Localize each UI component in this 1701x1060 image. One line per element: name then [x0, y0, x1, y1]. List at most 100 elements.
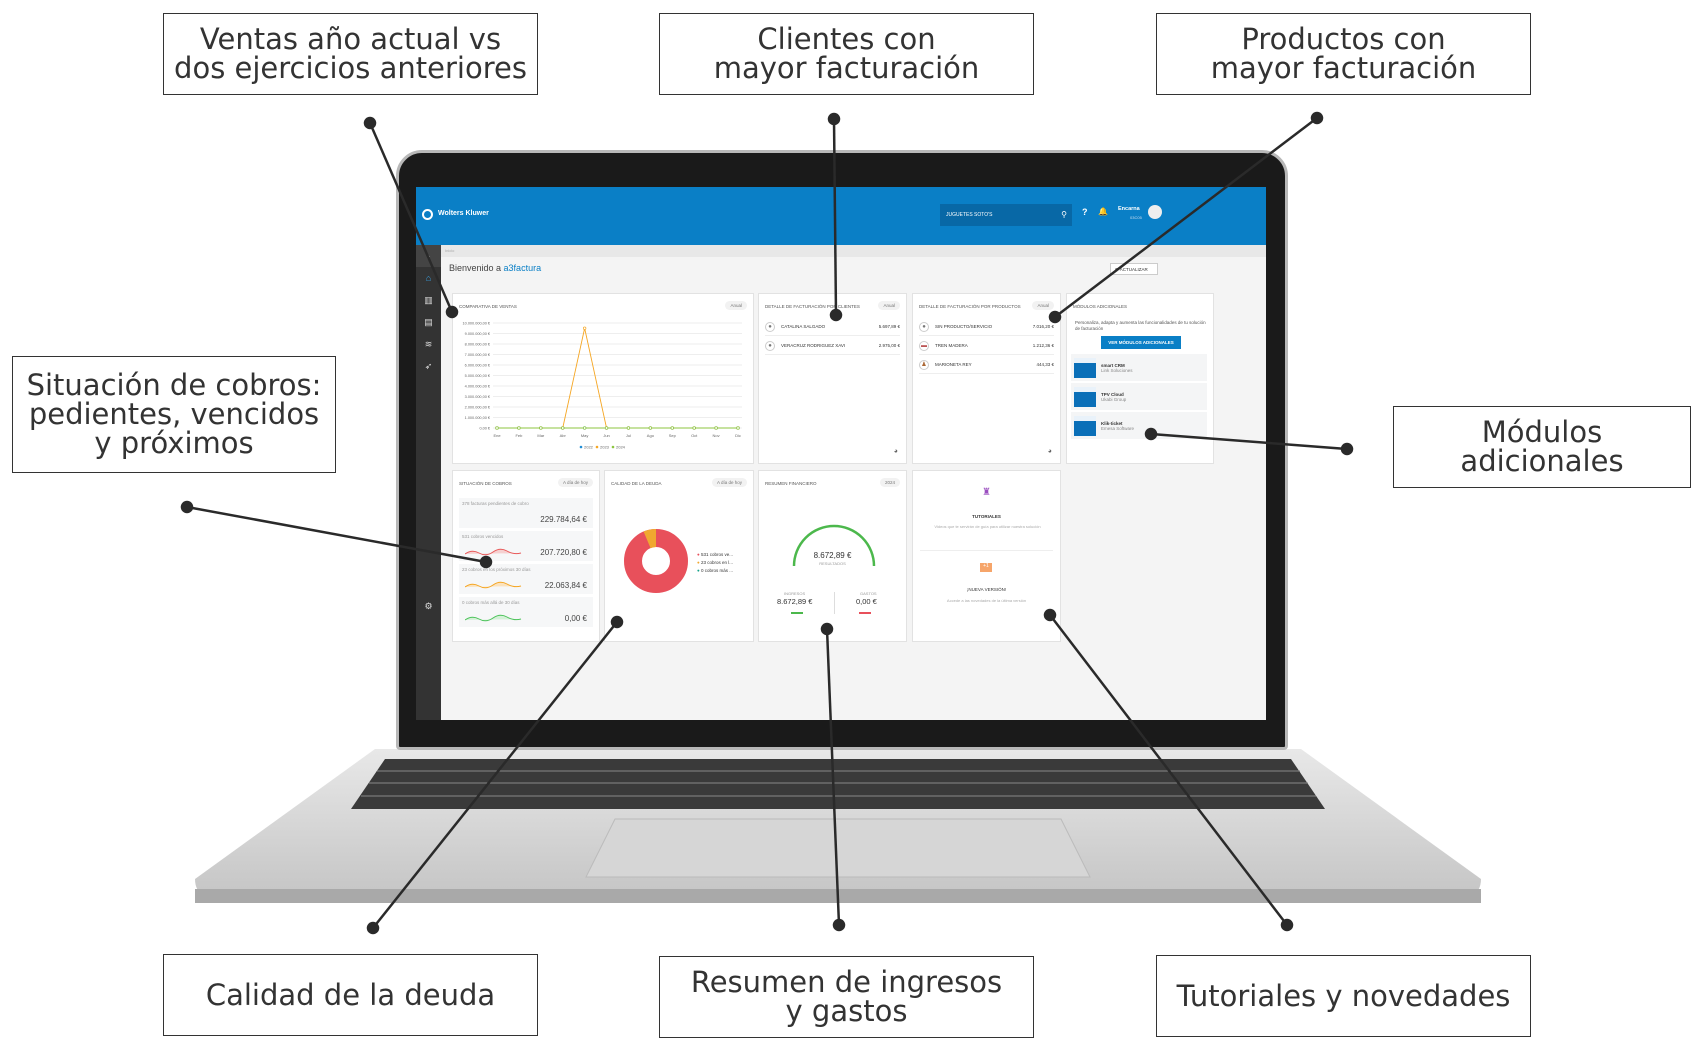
modules-description: Personaliza, adapta y aumenta las funcio… — [1075, 320, 1206, 331]
y-tick-label: 6.000.000,00 € — [465, 364, 491, 368]
company-name: JUGUETES SOTO'S — [946, 212, 993, 218]
sales-comparison-card: COMPARATIVA DE VENTAS Anual 0,00 €1.000.… — [452, 293, 754, 464]
x-tick-label: Oct — [691, 433, 698, 438]
x-tick-label: Mar — [537, 433, 545, 438]
sidebar: › ⌂ ▥ ▤ ≋ ➶ ⚙ — [416, 245, 441, 720]
user-code: 03C05 — [1130, 215, 1142, 220]
breadcrumb[interactable]: Inicio — [441, 245, 1266, 257]
period-selector[interactable]: A día de hoy — [711, 478, 747, 487]
search-icon[interactable]: ⚲ — [1061, 210, 1067, 219]
legend-marker — [579, 445, 583, 449]
tutorials-news-card[interactable]: ♜ TUTORIALES Videos que te servirán de g… — [912, 470, 1061, 642]
card-title: DETALLE DE FACTURACIÓN POR CLIENTES — [765, 304, 860, 309]
product-image: ♟ — [919, 359, 929, 370]
y-tick-label: 3.000.000,00 € — [465, 395, 491, 399]
card-title: MÓDULOS ADICIONALES — [1073, 304, 1128, 309]
x-tick-label: Abr — [560, 433, 567, 438]
home-icon[interactable]: ⌂ — [425, 273, 432, 283]
x-tick-label: Jul — [626, 433, 631, 438]
x-tick-label: Feb — [515, 433, 523, 438]
pie-chart-icon[interactable]: ◕ — [1047, 448, 1052, 455]
card-title: SITUACIÓN DE COBROS — [459, 481, 512, 486]
chart-icon[interactable]: ▥ — [424, 294, 433, 305]
view-modules-button[interactable]: VER MÓDULOS ADICIONALES — [1101, 336, 1181, 349]
legend-item: ● 0 cobros más ... — [697, 568, 733, 573]
sales-line-chart: 0,00 €1.000.000,00 €2.000.000,00 €3.000.… — [463, 322, 742, 450]
y-tick-label: 8.000.000,00 € — [465, 343, 491, 347]
period-selector[interactable]: Anual — [878, 301, 900, 310]
module-logo — [1074, 357, 1096, 378]
new-version-title[interactable]: ¡NUEVA VERSIÓN! — [966, 587, 1007, 592]
legend-label: 2022 — [584, 445, 594, 450]
legend-label: 2023 — [600, 445, 610, 450]
debt-quality-card: CALIDAD DE LA DEUDA A día de hoy ● 531 c… — [604, 470, 754, 642]
x-tick-label: Nov — [713, 433, 720, 438]
data-point-2024 — [539, 426, 543, 430]
layers-icon[interactable]: ≋ — [424, 338, 433, 349]
module-logo — [1074, 415, 1096, 436]
y-tick-label: 2.000.000,00 € — [465, 406, 491, 410]
divider — [834, 592, 835, 614]
user-icon: ● — [765, 340, 775, 351]
callout-resumen: Resumen de ingresos y gastos — [659, 956, 1034, 1038]
x-tick-label: Ago — [647, 433, 655, 438]
help-icon[interactable]: ? — [1082, 207, 1088, 217]
pie-chart-icon[interactable]: ◕ — [893, 448, 898, 455]
new-version-text: Accede a las novedades de la última vers… — [946, 598, 1027, 603]
data-point-2024 — [692, 426, 696, 430]
data-point-2024 — [648, 426, 653, 430]
y-tick-label: 4.000.000,00 € — [465, 385, 491, 389]
tutorials-title[interactable]: TUTORIALES — [972, 514, 1001, 519]
clients-billing-card: DETALLE DE FACTURACIÓN POR CLIENTES Anua… — [758, 293, 907, 464]
additional-modules-card: MÓDULOS ADICIONALES Personaliza, adapta … — [1066, 293, 1214, 464]
callout-productos: Productos con mayor facturación — [1156, 13, 1531, 95]
data-point-2024 — [561, 426, 565, 430]
period-selector[interactable]: A día de hoy — [557, 478, 593, 487]
tutorials-text: Videos que te servirán de guía para util… — [934, 524, 1041, 529]
bell-icon[interactable]: 🔔 — [1098, 207, 1108, 216]
app-screen: Wolters Kluwer JUGUETES SOTO'S ⚲ ? 🔔 Enc… — [416, 187, 1266, 720]
avatar[interactable] — [1148, 205, 1162, 219]
data-point-2024 — [517, 426, 521, 430]
page-title: Bienvenido a a3factura — [449, 263, 542, 273]
collections-card: SITUACIÓN DE COBROS A día de hoy 378 fac… — [452, 470, 600, 642]
card-title: COMPARATIVA DE VENTAS — [459, 304, 517, 309]
period-selector[interactable]: Anual — [1032, 301, 1054, 310]
products-billing-card: DETALLE DE FACTURACIÓN POR PRODUCTOS Anu… — [912, 293, 1061, 464]
legend-item: ● 23 cobros en l... — [697, 560, 734, 565]
settings-icon[interactable]: ⚙ — [424, 600, 433, 611]
y-tick-label: 5.000.000,00 € — [465, 374, 491, 378]
data-point-2024 — [495, 426, 499, 430]
module-logo — [1074, 386, 1096, 407]
user-name[interactable]: Encarna — [1118, 206, 1140, 212]
chart-legend: ● 531 cobros ve... ● 23 cobros en l... ●… — [697, 551, 733, 575]
brand-name: Wolters Kluwer — [438, 210, 489, 217]
period-selector[interactable]: Anual — [725, 301, 747, 310]
stats-icon[interactable]: ▤ — [424, 316, 433, 327]
logo-icon — [422, 209, 433, 220]
new-version-icon: +1 — [980, 563, 992, 572]
rocket-icon[interactable]: ➶ — [424, 360, 433, 371]
x-tick-label: Sep — [669, 433, 677, 438]
callout-clientes: Clientes con mayor facturación — [659, 13, 1034, 95]
data-point-2024 — [604, 426, 609, 430]
expenses-bar — [859, 612, 871, 614]
card-title: CALIDAD DE LA DEUDA — [611, 481, 662, 486]
company-search[interactable]: JUGUETES SOTO'S ⚲ — [940, 204, 1072, 226]
callout-cobros: Situación de cobros: pedientes, vencidos… — [12, 356, 336, 473]
period-selector[interactable]: 2024 — [879, 478, 900, 487]
income-bar — [791, 612, 803, 614]
